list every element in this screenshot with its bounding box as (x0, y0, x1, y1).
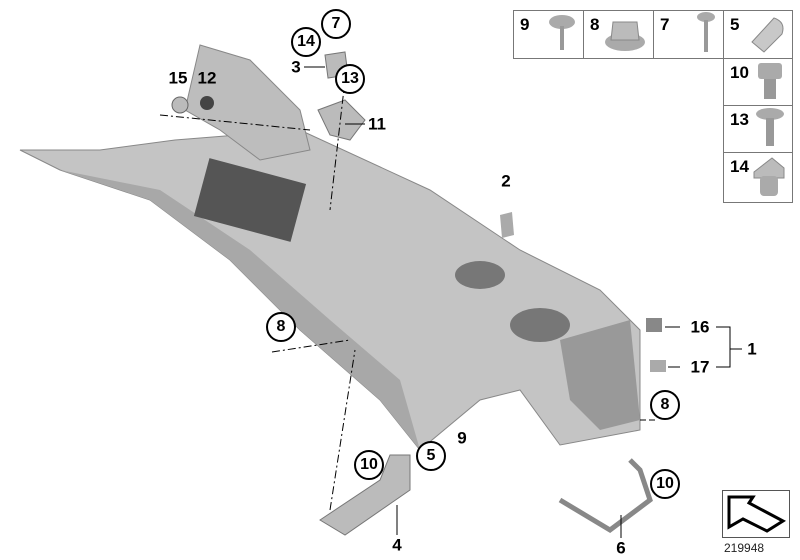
direction-arrow-icon (727, 495, 787, 533)
legend-cell-8: 8 (583, 10, 654, 59)
part-15 (171, 96, 189, 114)
hex-bolt-icon (758, 63, 782, 99)
callout-8[interactable]: 8 (266, 312, 296, 342)
orientation-arrow-box (722, 490, 790, 538)
callout-10-bracket[interactable]: 10 (650, 469, 680, 499)
cover-11 (317, 99, 366, 141)
callout-1[interactable]: 1 (747, 339, 757, 359)
part-12 (200, 96, 214, 110)
screw-washer-icon (549, 15, 575, 50)
storage-tray (193, 158, 307, 242)
callout-17[interactable]: 17 (690, 357, 710, 377)
legend-number: 7 (660, 15, 670, 34)
hex-nut-flange-icon (605, 21, 645, 51)
callout-6[interactable]: 6 (616, 538, 626, 558)
clip-icon (751, 17, 784, 53)
legend-number: 10 (730, 63, 749, 82)
callout-3[interactable]: 3 (291, 57, 301, 77)
torx-screw-icon (756, 108, 784, 146)
armrest-lid (184, 44, 311, 161)
callout-9[interactable]: 9 (457, 428, 467, 448)
legend-number: 9 (520, 15, 530, 34)
diagram-id: 219948 (724, 541, 765, 555)
cupholder-1 (455, 261, 505, 289)
cupholder-2 (510, 308, 570, 342)
callout-16[interactable]: 16 (690, 317, 710, 337)
legend-cell-10: 10 (723, 58, 793, 106)
callout-4[interactable]: 4 (392, 535, 402, 555)
legend-cell-13: 13 (723, 105, 793, 153)
legend-cell-7: 7 (653, 10, 724, 59)
leader-lines (159, 66, 742, 538)
callout-15[interactable]: 15 (168, 68, 188, 88)
callout-11[interactable]: 11 (368, 114, 386, 134)
legend-cell-5: 5 (723, 10, 793, 59)
legend-number: 14 (730, 157, 749, 176)
legend-number: 5 (730, 15, 740, 34)
expanding-nut-icon (753, 157, 785, 196)
part-16 (646, 318, 662, 332)
front-bracket (560, 320, 640, 430)
legend-number: 13 (730, 110, 749, 129)
callout-14[interactable]: 14 (291, 27, 321, 57)
part-2 (500, 212, 514, 238)
hex-screw-icon (697, 12, 715, 52)
callout-13[interactable]: 13 (335, 64, 365, 94)
part-17 (650, 360, 666, 372)
callout-2[interactable]: 2 (501, 171, 511, 191)
callout-12[interactable]: 12 (197, 68, 217, 88)
center-console (19, 129, 641, 451)
legend-cell-14: 14 (723, 152, 793, 203)
callout-7[interactable]: 7 (321, 9, 351, 39)
bracket-4 (319, 454, 411, 536)
legend-cell-9: 9 (513, 10, 584, 59)
callout-10[interactable]: 10 (354, 450, 384, 480)
callout-5[interactable]: 5 (416, 441, 446, 471)
bracket-6 (558, 458, 653, 534)
legend-number: 8 (590, 15, 600, 34)
callout-8-front[interactable]: 8 (650, 390, 680, 420)
